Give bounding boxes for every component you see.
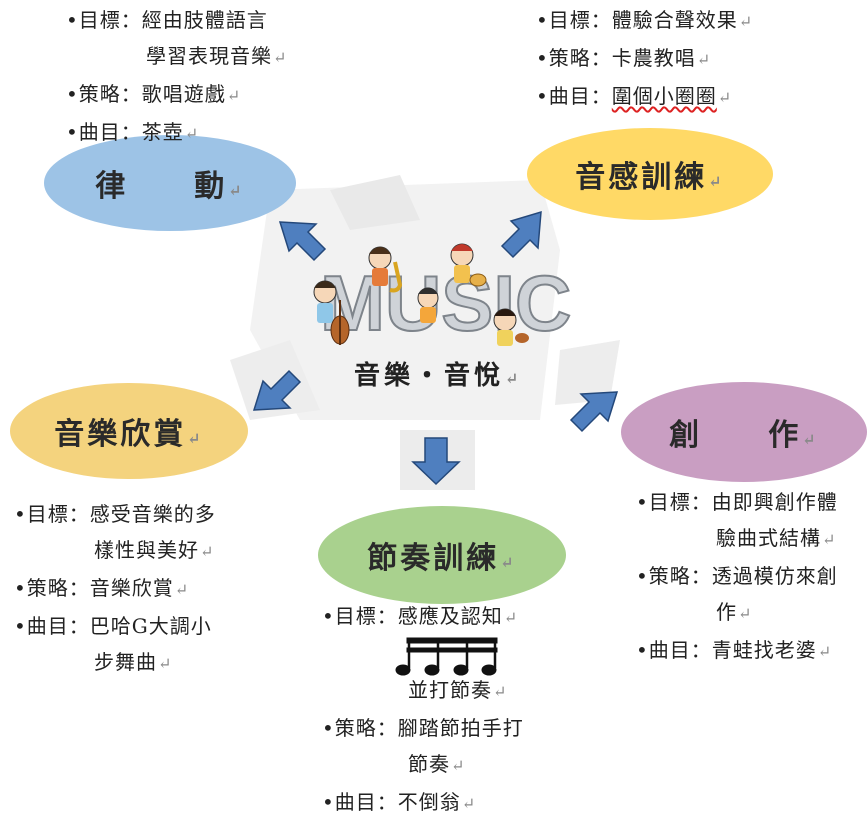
rhythm-training-notes: •目標：感應及認知↵ [322, 598, 518, 636]
return-mark: ↵ [500, 553, 517, 572]
return-mark: ↵ [187, 429, 204, 448]
node-sense-training: 音感訓練↵ [527, 128, 773, 220]
rhythm-training-notes-2: 並打節奏↵ •策略：腳踏節拍手打 節奏↵ •曲目：不倒翁↵ [322, 672, 524, 822]
arrow-down-icon [411, 437, 461, 486]
arrow-up-left-icon [278, 221, 327, 262]
creation-notes: •目標：由即興創作體 驗曲式結構↵ •策略：透過模仿來創 作↵ •曲目：青蛙找老… [636, 484, 838, 670]
kid-trumpet-icon [417, 287, 439, 323]
note-line: •曲目：茶壺↵ [66, 120, 200, 144]
note-line: 作↵ [716, 600, 753, 624]
rhythm-movement-notes: •目標：經由肢體語言 學習表現音樂↵ •策略：歌唱遊戲↵ •曲目：茶壺↵ [66, 2, 287, 152]
note-line: 學習表現音樂↵ [146, 44, 288, 68]
note-line: •目標：經由肢體語言 [66, 8, 268, 32]
note-line: 步舞曲↵ [94, 650, 173, 674]
note-line: •策略：卡農教唱↵ [536, 46, 712, 70]
node-creation-title: 創作↵ [669, 418, 819, 453]
node-appreciation-title: 音樂欣賞↵ [54, 417, 204, 452]
music-logo-text: MUSIC [320, 259, 571, 347]
center-caption-text: 音樂・音悅 [354, 361, 505, 391]
sense-training-notes: •目標：體驗合聲效果↵ •策略：卡農教唱↵ •曲目：圍個小圈圈↵ [536, 2, 753, 116]
node-rhythm-training-title: 節奏訓練↵ [367, 541, 517, 576]
return-mark: ↵ [708, 172, 725, 191]
note-line: 節奏↵ [408, 752, 466, 776]
note-line: •曲目：圍個小圈圈↵ [536, 84, 733, 108]
note-line: •策略：透過模仿來創 [636, 564, 838, 588]
node-rhythm-movement: 律動↵ [44, 135, 296, 231]
node-creation: 創作↵ [621, 382, 867, 482]
note-line: 並打節奏↵ [408, 678, 508, 702]
appreciation-notes: •目標：感受音樂的多 樣性與美好↵ •策略：音樂欣賞↵ •曲目：巴哈G大調小 步… [14, 496, 216, 682]
note-line: •策略：腳踏節拍手打 [322, 716, 524, 740]
node-rhythm-movement-title: 律動↵ [95, 169, 245, 204]
note-line: 樣性與美好↵ [94, 538, 215, 562]
return-mark: ↵ [802, 430, 819, 449]
return-mark: ↵ [505, 369, 523, 388]
note-line: •目標：感受音樂的多 [14, 502, 216, 526]
return-mark: ↵ [228, 181, 245, 200]
center-caption: 音樂・音悅↵ [354, 358, 522, 397]
note-line: •目標：由即興創作體 [636, 490, 838, 514]
note-line: •曲目：青蛙找老婆↵ [636, 638, 833, 662]
arrow-up-right-icon [500, 210, 542, 259]
note-line: •策略：音樂欣賞↵ [14, 576, 190, 600]
arrow-down-right-icon [569, 391, 619, 433]
arrow-down-left-icon [252, 369, 302, 411]
node-rhythm-training: 節奏訓練↵ [318, 506, 566, 604]
node-appreciation: 音樂欣賞↵ [10, 383, 248, 479]
node-sense-training-title: 音感訓練↵ [575, 160, 725, 195]
kid-guitar-icon [450, 243, 487, 287]
note-line: •目標：感應及認知↵ [322, 604, 519, 628]
kid-violin-icon [493, 308, 529, 346]
note-line: •目標：體驗合聲效果↵ [536, 8, 754, 32]
note-line: •策略：歌唱遊戲↵ [66, 82, 242, 106]
note-line: •曲目：巴哈G大調小 [14, 614, 212, 638]
note-line: •曲目：不倒翁↵ [322, 790, 477, 814]
kid-cello-icon [313, 280, 350, 345]
note-line: 驗曲式結構↵ [716, 526, 837, 550]
kid-sax-icon [368, 246, 403, 293]
